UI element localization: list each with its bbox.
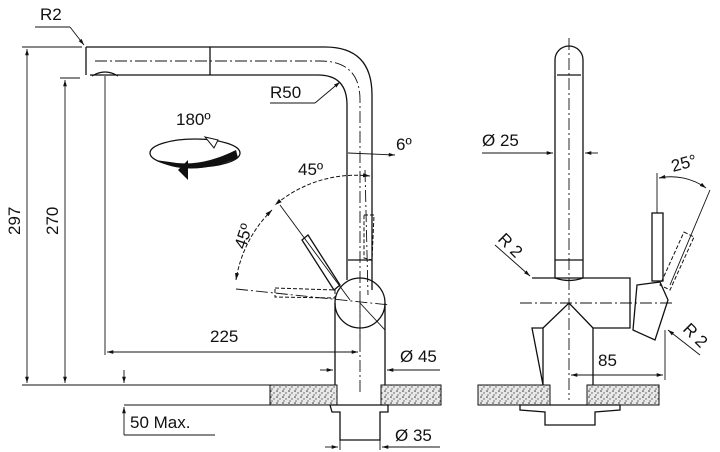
label-diameter-35: Ø 35 [395, 426, 432, 445]
mounting-nut [329, 404, 389, 441]
label-angle-25: 25° [669, 151, 699, 176]
rotation-arrow-icon [149, 136, 241, 180]
label-r2-tip: R2 [40, 5, 62, 24]
label-r2-left: R 2 [494, 229, 526, 261]
spout-outer [86, 46, 373, 290]
label-angle-45-upper: 45º [298, 160, 323, 179]
label-50-max: 50 Max. [130, 413, 190, 432]
lever-cartridge [632, 281, 669, 341]
label-angle-6: 6º [396, 135, 412, 154]
label-reach-225: 225 [210, 327, 238, 346]
lever-open [274, 287, 336, 299]
countertop-left [269, 384, 338, 406]
label-height-270: 270 [43, 207, 62, 235]
label-height-297: 297 [5, 207, 24, 235]
label-rotation: 180º [176, 110, 211, 129]
aerator [91, 71, 119, 77]
side-view: R2 R50 180º 45º 45º 6º 297 270 225 Ø 45 … [5, 5, 442, 450]
lever-tilted [301, 234, 341, 291]
label-diameter-25: Ø 25 [482, 131, 519, 150]
countertop-right [380, 384, 442, 406]
spout-centerline [95, 60, 361, 340]
label-diameter-45: Ø 45 [400, 347, 437, 366]
body-front [531, 277, 631, 386]
label-r50: R50 [270, 83, 301, 102]
label-r2-right: R 2 [679, 319, 711, 351]
label-angle-45-lower: 45º [231, 221, 257, 251]
lever-front [651, 212, 664, 282]
front-view: Ø 25 25° R 2 R 2 85 [477, 38, 711, 426]
label-offset-85: 85 [598, 351, 617, 370]
